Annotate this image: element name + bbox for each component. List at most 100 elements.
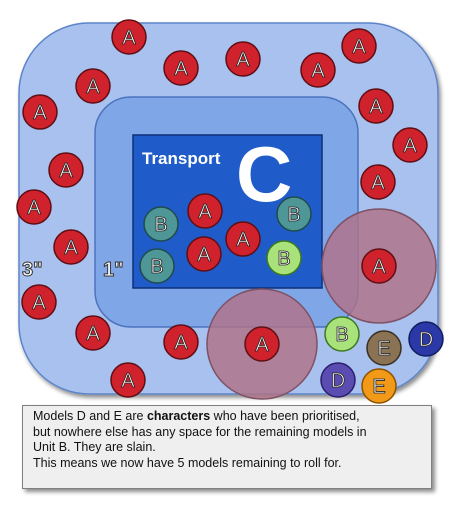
model-unit-letter: A	[86, 323, 100, 345]
model-token-unit-a: A	[21, 284, 57, 320]
model-base	[341, 28, 377, 64]
model-base	[75, 315, 111, 351]
model-token-unit-a: A	[360, 164, 396, 200]
model-base	[139, 248, 175, 284]
model-token-unit-a: A	[361, 248, 397, 284]
model-base	[225, 221, 261, 257]
model-token-unit-a: A	[48, 152, 84, 188]
model-base	[187, 193, 223, 229]
model-token-unit-a: A	[75, 68, 111, 104]
model-base	[163, 50, 199, 86]
model-unit-letter: A	[198, 201, 212, 223]
model-unit-letter: D	[419, 329, 433, 351]
caption-line: Models D and E are characters who have b…	[33, 409, 360, 423]
model-unit-letter: A	[33, 102, 47, 124]
model-unit-letter: E	[372, 376, 385, 398]
model-unit-letter: A	[352, 36, 366, 58]
model-unit-letter: A	[59, 160, 73, 182]
model-token-unit-a: A	[110, 362, 146, 398]
model-base	[358, 88, 394, 124]
model-unit-letter: A	[369, 96, 383, 118]
model-unit-letter: A	[255, 334, 269, 356]
model-token-unit-e: E	[366, 330, 402, 366]
caption-box: Models D and E are characters who have b…	[22, 405, 432, 489]
model-unit-letter: A	[32, 292, 46, 314]
model-base	[48, 152, 84, 188]
model-token-unit-a: A	[341, 28, 377, 64]
model-token-unit-a: A	[16, 189, 52, 225]
model-token-unit-d: D	[320, 362, 356, 398]
model-base	[361, 368, 397, 404]
model-base	[75, 68, 111, 104]
model-unit-letter: A	[174, 58, 188, 80]
model-token-unit-d: D	[408, 321, 444, 357]
model-base	[225, 41, 261, 77]
model-token-unit-a: A	[53, 229, 89, 265]
model-token-unit-b: B	[143, 206, 179, 242]
model-unit-letter: A	[121, 370, 135, 392]
model-unit-letter: B	[277, 248, 290, 270]
model-unit-letter: B	[154, 214, 167, 236]
model-unit-letter: A	[311, 60, 325, 82]
model-base	[361, 248, 397, 284]
model-base	[408, 321, 444, 357]
model-unit-letter: A	[174, 332, 188, 354]
transport-label: Transport	[142, 149, 221, 168]
model-base	[111, 19, 147, 55]
model-unit-letter: A	[236, 49, 250, 71]
model-unit-letter: A	[64, 237, 78, 259]
model-token-unit-a: A	[244, 326, 280, 362]
caption-line: but nowhere else has any space for the r…	[33, 424, 367, 439]
model-base	[110, 362, 146, 398]
model-base	[300, 52, 336, 88]
model-unit-letter: A	[371, 172, 385, 194]
model-base	[143, 206, 179, 242]
model-token-unit-b: B	[139, 248, 175, 284]
model-unit-letter: E	[377, 338, 390, 360]
model-token-unit-e: E	[361, 368, 397, 404]
model-token-unit-b: B	[324, 316, 360, 352]
model-token-unit-a: A	[163, 324, 199, 360]
model-unit-letter: B	[335, 324, 348, 346]
caption-line: Unit B. They are slain.	[33, 440, 156, 454]
model-base	[392, 127, 428, 163]
model-token-unit-a: A	[22, 94, 58, 130]
model-base	[21, 284, 57, 320]
model-unit-letter: A	[403, 135, 417, 157]
model-unit-letter: A	[86, 76, 100, 98]
model-token-unit-a: A	[225, 41, 261, 77]
model-base	[276, 196, 312, 232]
model-base	[266, 240, 302, 276]
model-token-unit-b: B	[276, 196, 312, 232]
model-token-unit-a: A	[225, 221, 261, 257]
model-token-unit-a: A	[392, 127, 428, 163]
model-token-unit-a: A	[187, 193, 223, 229]
model-base	[22, 94, 58, 130]
caption-line: This means we now have 5 models remainin…	[33, 455, 342, 470]
range-label-outer: 3"	[22, 259, 43, 281]
model-token-unit-a: A	[358, 88, 394, 124]
caption-emphasis: characters	[146, 409, 211, 423]
range-label-inner: 1"	[103, 259, 124, 281]
model-base	[324, 316, 360, 352]
model-base	[244, 326, 280, 362]
model-unit-letter: A	[372, 256, 386, 278]
model-base	[186, 236, 222, 272]
model-token-unit-a: A	[300, 52, 336, 88]
model-token-unit-a: A	[186, 236, 222, 272]
model-unit-letter: B	[287, 204, 300, 226]
model-token-unit-b: B	[266, 240, 302, 276]
model-unit-letter: B	[150, 256, 163, 278]
model-unit-letter: A	[122, 27, 136, 49]
model-base	[366, 330, 402, 366]
model-unit-letter: D	[331, 370, 345, 392]
model-base	[163, 324, 199, 360]
model-token-unit-a: A	[75, 315, 111, 351]
model-base	[16, 189, 52, 225]
model-unit-letter: A	[27, 197, 41, 219]
model-token-unit-a: A	[163, 50, 199, 86]
model-token-unit-a: A	[111, 19, 147, 55]
model-base	[360, 164, 396, 200]
